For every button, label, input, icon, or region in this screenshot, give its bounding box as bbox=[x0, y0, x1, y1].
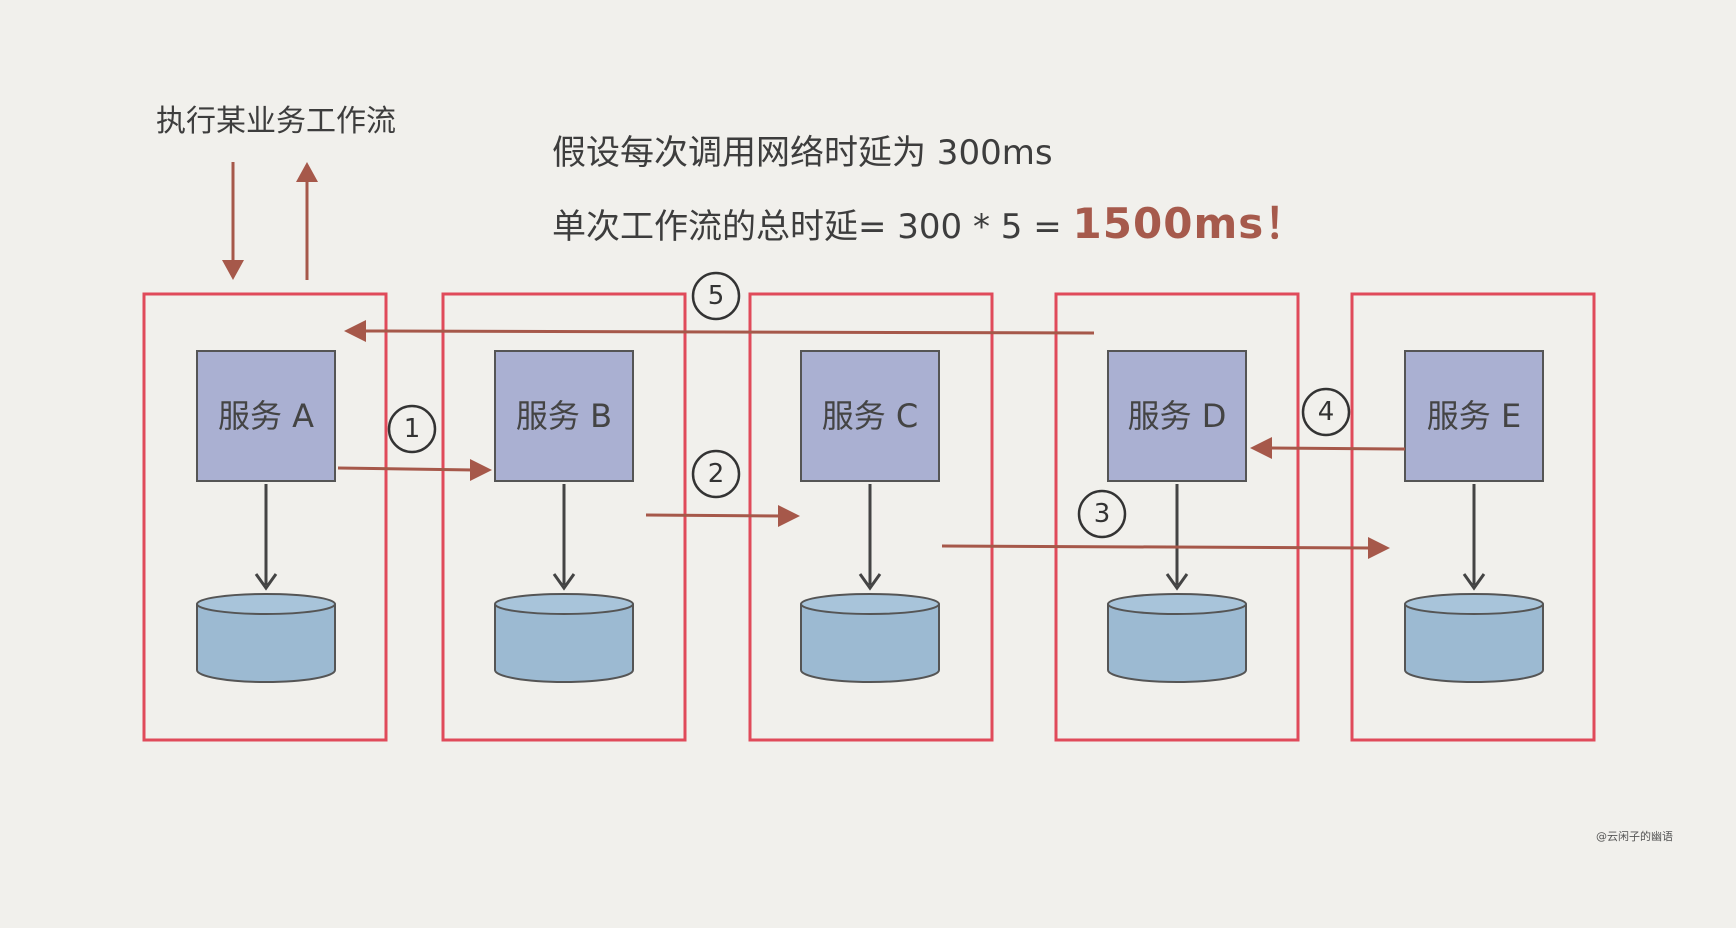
step-label-1: 1 bbox=[403, 414, 421, 444]
service-box-b bbox=[494, 350, 634, 482]
step-label-3: 3 bbox=[1093, 499, 1111, 529]
db-connector-d bbox=[1165, 484, 1189, 591]
service-label-b: 服务 B bbox=[515, 397, 613, 435]
call-arrow-3 bbox=[941, 544, 1373, 550]
watermark: @云闲子的幽语 bbox=[1596, 830, 1673, 843]
database-b bbox=[494, 593, 634, 683]
db-connector-lines bbox=[254, 484, 1486, 591]
step-circles bbox=[387, 271, 1351, 539]
service-container-a bbox=[142, 292, 388, 742]
workflow-label: 执行某业务工作流 bbox=[156, 104, 396, 139]
call-arrow-2 bbox=[645, 513, 783, 518]
db-connector-e bbox=[1462, 484, 1486, 591]
workflow-arrows bbox=[222, 162, 318, 280]
call-arrow-4 bbox=[1269, 446, 1406, 451]
call-arrows bbox=[337, 320, 1406, 559]
total-latency-prefix: 单次工作流的总时延= 300 * 5 = bbox=[552, 207, 1073, 247]
service-container-b bbox=[441, 292, 687, 742]
service-label-d: 服务 D bbox=[1127, 397, 1227, 435]
service-box-c bbox=[800, 350, 940, 482]
database-a bbox=[196, 593, 336, 683]
total-latency-value: 1500ms！ bbox=[1072, 199, 1308, 248]
service-label-a: 服务 A bbox=[217, 397, 315, 435]
service-box-a bbox=[196, 350, 336, 482]
database-c bbox=[800, 593, 940, 683]
call-arrow-5 bbox=[363, 329, 1095, 335]
database-d bbox=[1107, 593, 1247, 683]
service-label-c: 服务 C bbox=[821, 397, 919, 435]
db-connector-c bbox=[858, 484, 882, 591]
database-e bbox=[1404, 593, 1544, 683]
db-connector-b bbox=[552, 484, 576, 591]
db-connector-a bbox=[254, 484, 278, 591]
service-label-e: 服务 E bbox=[1426, 397, 1522, 435]
service-container-d bbox=[1054, 292, 1300, 742]
total-latency-text: 单次工作流的总时延= 300 * 5 = 1500ms！ bbox=[552, 190, 1307, 251]
assumption-text: 假设每次调用网络时延为 300ms bbox=[552, 133, 1053, 173]
service-box-e bbox=[1404, 350, 1544, 482]
call-arrow-1 bbox=[337, 466, 475, 472]
service-box-d bbox=[1107, 350, 1247, 482]
step-label-2: 2 bbox=[707, 459, 725, 489]
step-label-5: 5 bbox=[707, 281, 725, 311]
service-container-e bbox=[1350, 292, 1596, 742]
step-label-4: 4 bbox=[1317, 397, 1335, 427]
